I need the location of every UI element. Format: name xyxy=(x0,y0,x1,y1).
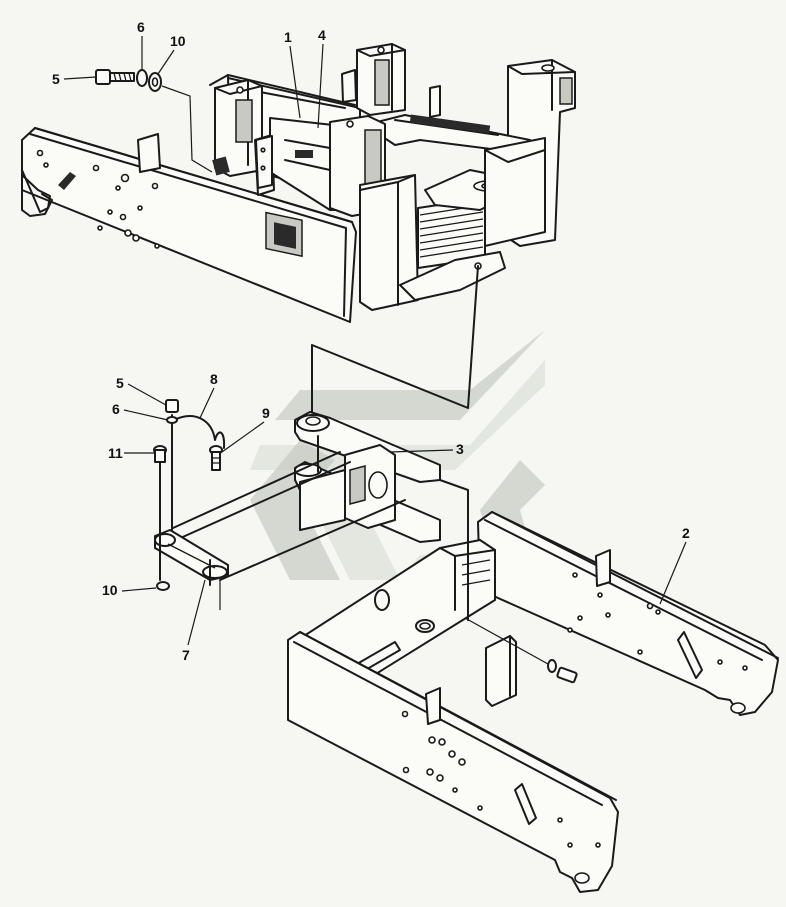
callout-mid-3: 3 xyxy=(456,441,464,457)
callout-mid-9: 9 xyxy=(262,405,270,421)
side-plate-holes xyxy=(36,149,160,249)
callout-top-1: 1 xyxy=(284,29,292,45)
pin-9 xyxy=(209,445,223,471)
callout-mid-11: 11 xyxy=(108,445,123,461)
callout-mid-5: 5 xyxy=(116,375,124,391)
washer-6-upper xyxy=(136,69,148,87)
callout-bot-7: 7 xyxy=(182,647,190,663)
alignment-line-upper xyxy=(311,265,479,419)
callout-top-5: 5 xyxy=(52,71,60,87)
alignment-line-lower xyxy=(439,479,469,621)
bolt-5-upper xyxy=(95,69,135,85)
bolt-11 xyxy=(153,445,167,463)
upper-frame-assembly xyxy=(21,43,576,323)
callout-labels: 5 6 10 1 4 5 8 6 9 11 3 2 10 7 xyxy=(52,19,690,663)
callout-top-6: 6 xyxy=(137,19,145,35)
callout-top-10: 10 xyxy=(170,33,186,49)
cable-8 xyxy=(173,415,226,449)
callout-bot-10: 10 xyxy=(102,582,118,598)
lower-bracket-block xyxy=(485,635,517,707)
bolt-5-mid xyxy=(165,399,179,413)
callout-top-4: 4 xyxy=(318,27,326,43)
callout-mid-6: 6 xyxy=(112,401,120,417)
fork-link-3 xyxy=(294,411,441,543)
lower-frame-assembly xyxy=(287,511,779,893)
washer-10-lower xyxy=(156,581,170,591)
bolt-lower-right xyxy=(547,659,578,684)
lower-side-plate-2 xyxy=(477,511,779,716)
washer-6-mid xyxy=(166,416,178,424)
callout-mid-2: 2 xyxy=(682,525,690,541)
rod-upper xyxy=(172,451,341,529)
callout-mid-8: 8 xyxy=(210,371,218,387)
link-plate-7 xyxy=(154,529,229,581)
